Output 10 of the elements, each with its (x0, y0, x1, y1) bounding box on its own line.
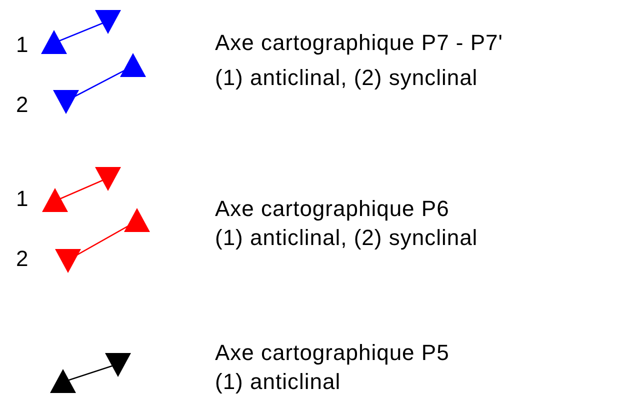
legend-description: (1) anticlinal, (2) synclinal (215, 65, 478, 91)
legend-text: Axe cartographique P7 - P7' (215, 30, 503, 56)
legend-description: (1) anticlinal (215, 369, 341, 395)
legend-text: Axe cartographique P5 (215, 340, 450, 366)
symbol-number: 2 (16, 246, 29, 272)
legend-text: Axe cartographique P6 (215, 196, 450, 222)
legend-description: (1) anticlinal, (2) synclinal (215, 225, 478, 251)
symbol-number: 1 (16, 186, 29, 212)
symbol-number: 2 (16, 92, 29, 118)
symbol-number: 1 (16, 32, 29, 58)
